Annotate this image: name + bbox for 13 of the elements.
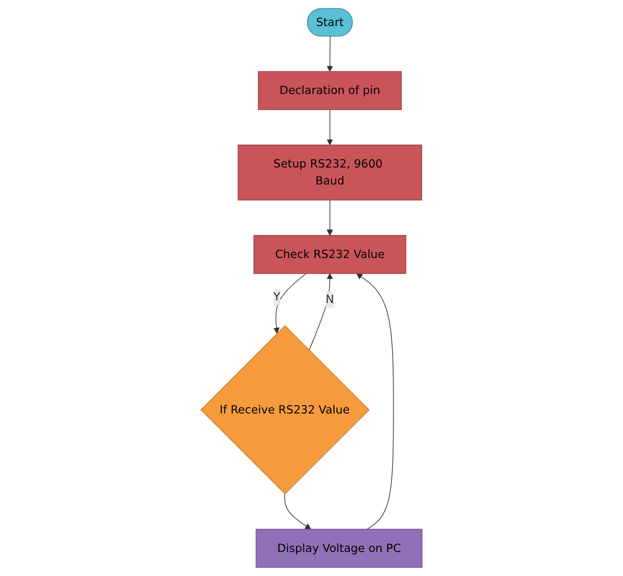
arrow	[326, 109, 333, 146]
arrow	[326, 200, 333, 236]
node-diamond: If Receive RS232 Value	[200, 325, 370, 494]
node-box: Declaration of pin	[258, 71, 402, 110]
node-box: Setup RS232, 9600 Baud	[238, 144, 422, 200]
arrow	[284, 494, 312, 530]
arrow	[356, 273, 394, 530]
node-box: Check RS232 Value	[254, 235, 406, 274]
node-box: Display Voltage on PC	[256, 528, 422, 568]
arrow	[326, 36, 333, 72]
edge-label: N	[326, 292, 334, 306]
edge-label: Y	[273, 290, 280, 304]
arrow	[273, 273, 307, 334]
